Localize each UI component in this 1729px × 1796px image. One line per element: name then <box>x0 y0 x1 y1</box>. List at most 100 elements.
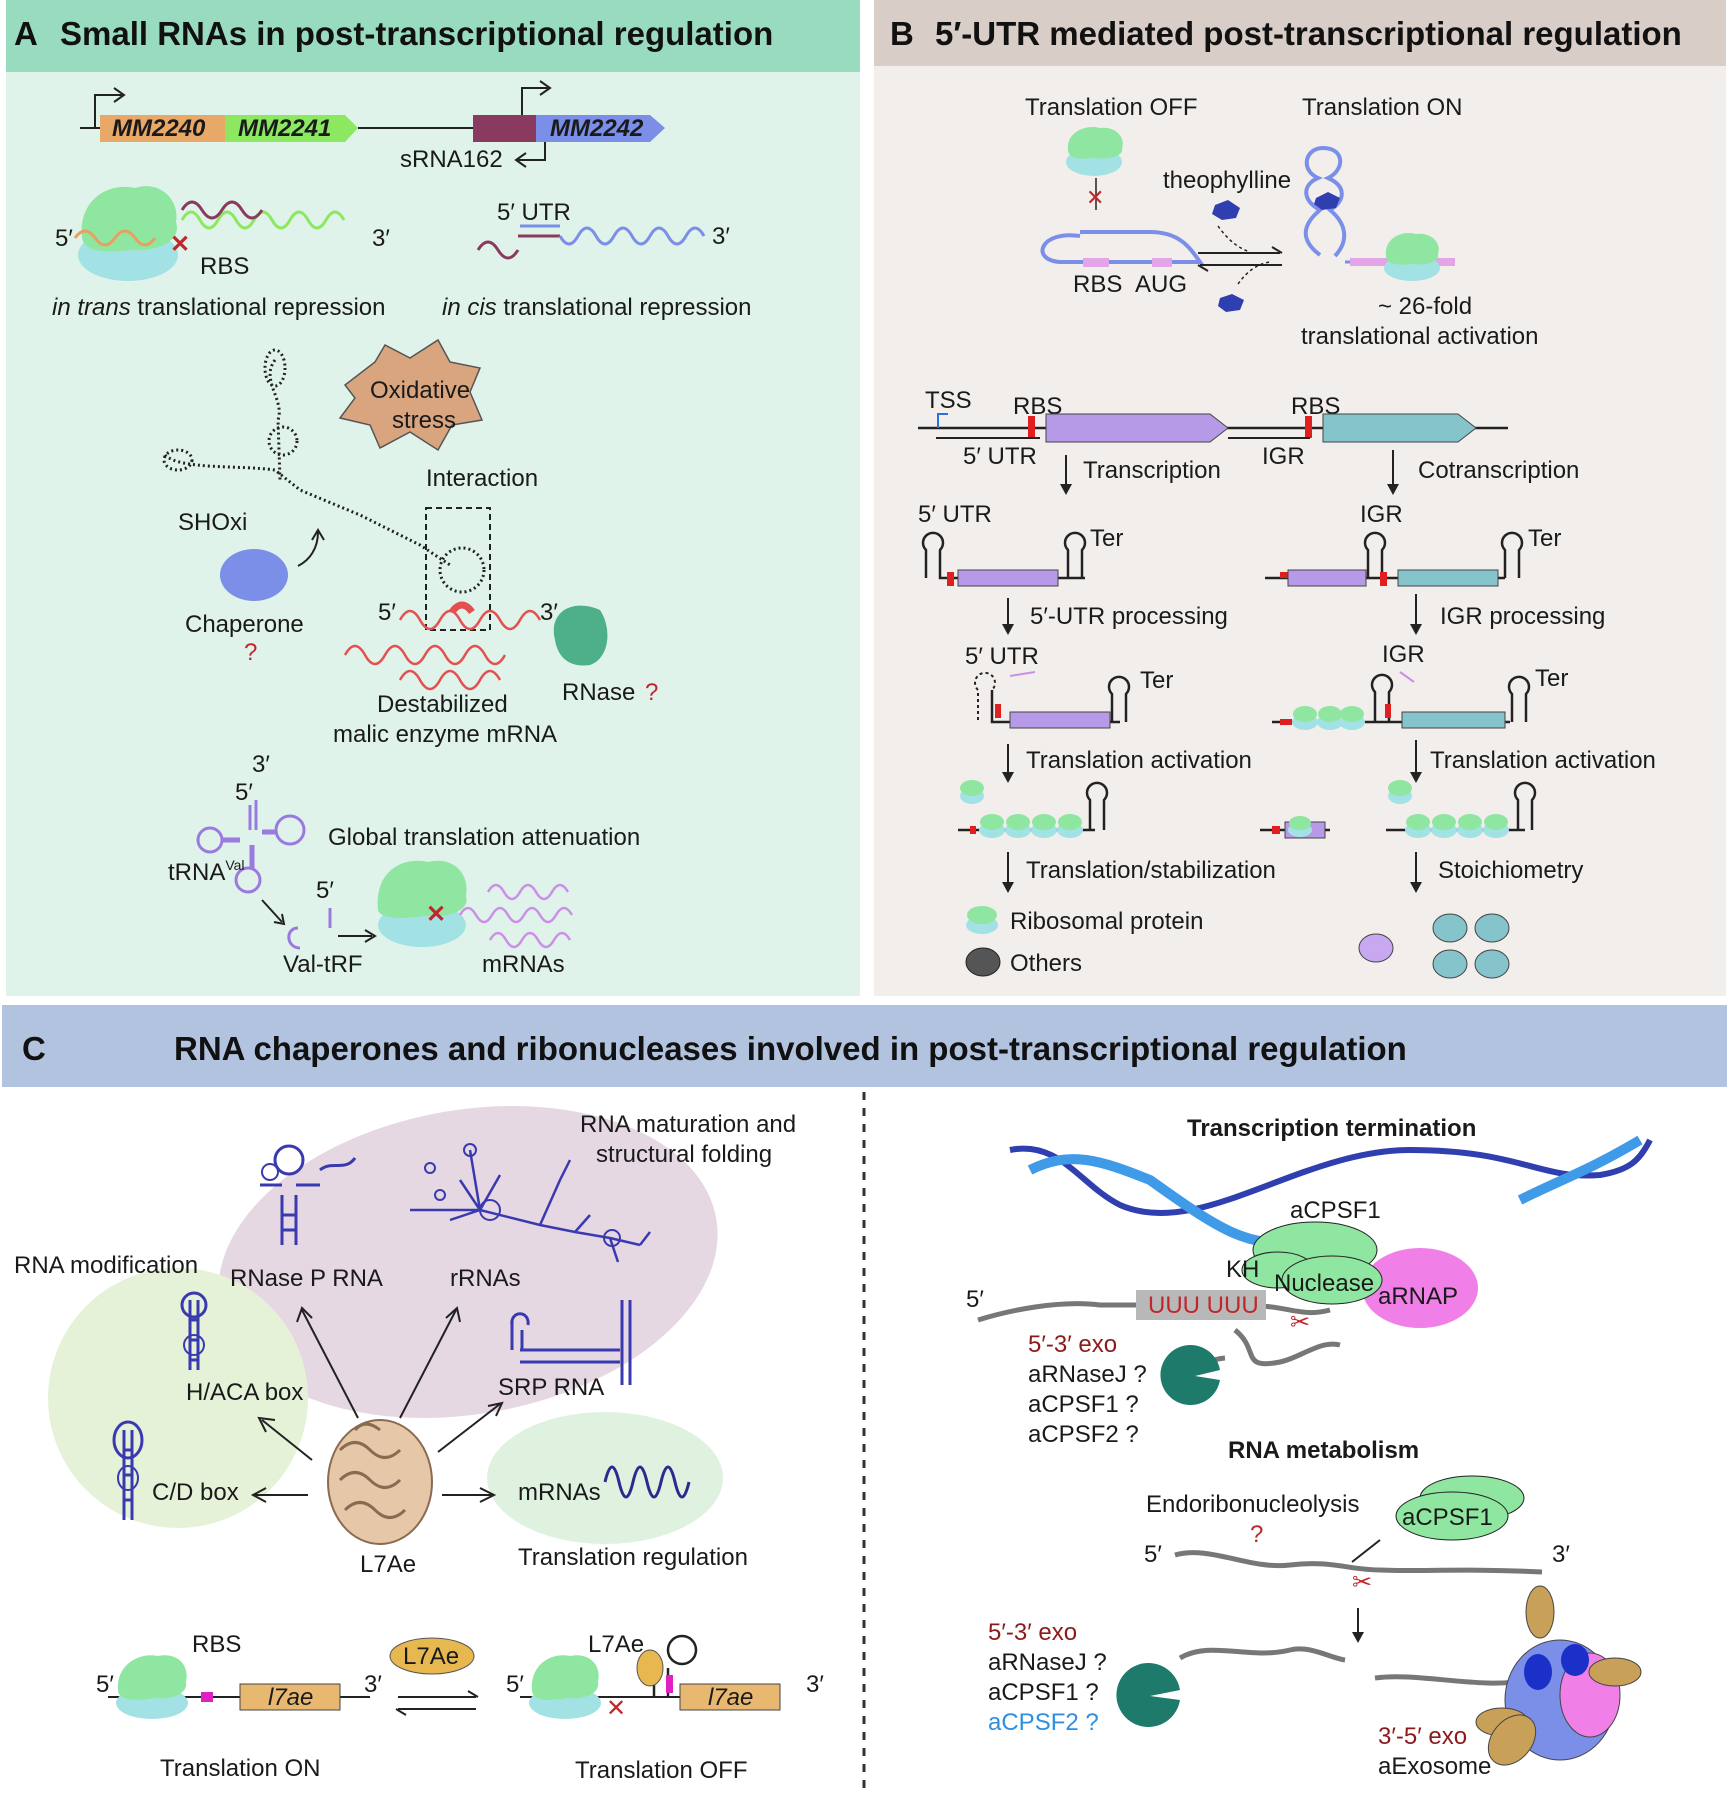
panel-c-header <box>2 1005 1727 1087</box>
l7ae-protein-pill <box>389 1637 475 1675</box>
ribosome-icon <box>531 1655 599 1700</box>
chaperone-label: Chaperone <box>185 611 304 638</box>
kink-turn-icon <box>666 1634 698 1666</box>
global-attenuation-label: Global translation attenuation <box>328 824 640 851</box>
igr-label: IGR <box>1262 443 1305 470</box>
translation-activation-label: Translation activation <box>1026 747 1252 774</box>
ter-label: Ter <box>1140 667 1173 694</box>
rnase-p-rna-icon <box>260 1157 357 1245</box>
l7ae-gene-label: l7ae <box>708 1684 753 1711</box>
fold-change-label: ~ 26-fold <box>1378 293 1472 320</box>
five-prime-label: 5′ <box>506 1671 524 1698</box>
arnap-label: aRNAP <box>1378 1283 1458 1310</box>
dna-strand-icon <box>1009 1138 1653 1217</box>
acpsf1-label: aCPSF1 <box>1290 1197 1381 1224</box>
gene-mm2240-label: MM2240 <box>112 115 206 142</box>
chaperone-question: ? <box>244 639 257 666</box>
acpsf1-label: aCPSF1 <box>1402 1504 1493 1531</box>
ribosome-icon <box>117 1655 187 1700</box>
ribosome-icon <box>1067 126 1123 159</box>
riboswitch-on-icon <box>1303 145 1347 258</box>
translation-activation-label: Translation activation <box>1430 747 1656 774</box>
theophylline-label: theophylline <box>1163 167 1291 194</box>
three-prime-label: 3′ <box>540 599 558 626</box>
ter-label: Ter <box>1535 665 1568 692</box>
termination-title: Transcription termination <box>1187 1115 1476 1142</box>
l7ae-pill-label: L7Ae <box>403 1643 459 1670</box>
three-prime-label: 3′ <box>806 1671 824 1698</box>
scissors-icon: ✂ <box>1290 1309 1310 1336</box>
translational-activation-label: translational activation <box>1301 323 1538 350</box>
shoxi-label: SHOxi <box>178 509 247 536</box>
riboswitch-off-icon <box>1040 230 1204 264</box>
panel-a-header <box>6 0 860 72</box>
acpsf1-q-label: aCPSF1 ? <box>988 1679 1099 1706</box>
three-prime-label: 3′ <box>372 225 390 252</box>
five-prime-label: 5′ <box>966 1286 984 1313</box>
chaperone-icon <box>220 549 288 601</box>
rbs-label: RBS <box>1073 271 1122 298</box>
utr-label: 5′ UTR <box>918 501 992 528</box>
aug-label: AUG <box>1135 271 1187 298</box>
rnase-label: RNase <box>562 679 635 706</box>
stress-label: stress <box>392 407 456 434</box>
gene-mm2242-label: MM2242 <box>550 115 644 142</box>
acpsf2-q-label: aCPSF2 ? <box>1028 1421 1139 1448</box>
purple-protein-icon <box>1358 933 1394 963</box>
utr-processing-label: 5′-UTR processing <box>1030 603 1228 630</box>
five-prime-label: 5′ <box>1144 1541 1162 1568</box>
rbs-label: RBS <box>200 253 249 280</box>
ribosome-icon <box>377 860 467 918</box>
l7ae-network-diagram: RNA maturation and structural folding RN… <box>14 1106 796 1578</box>
panel-c-letter: C <box>22 1030 46 1067</box>
mrna-green-icon <box>180 210 346 230</box>
maturation-label-1: RNA maturation and <box>580 1111 796 1138</box>
translation-stabilization-label: Translation/stabilization <box>1026 857 1276 884</box>
mrna-wave-icon <box>603 1465 691 1499</box>
in-trans-diagram: ✕ 5′ 3′ RBS in trans translational repre… <box>52 186 390 321</box>
acpsf1-q-label: aCPSF1 ? <box>1028 1391 1139 1418</box>
others-label: Others <box>1010 950 1082 977</box>
aexosome-icon <box>1475 1585 1642 1766</box>
utr-label: 5′ UTR <box>497 199 571 226</box>
exo53-label: 5′-3′ exo <box>988 1619 1077 1646</box>
interaction-label: Interaction <box>426 465 538 492</box>
translation-regulation-label: Translation regulation <box>518 1544 748 1571</box>
scissors-icon: ✂ <box>1352 1569 1372 1596</box>
srna162-label: sRNA162 <box>400 146 503 173</box>
gene-mm2242 <box>536 115 665 142</box>
block-x-icon: ✕ <box>1086 185 1104 210</box>
panel-a-title: Small RNAs in post-transcriptional regul… <box>60 15 773 52</box>
ribosomal-protein-label: Ribosomal protein <box>1010 908 1203 935</box>
others-legend-icon <box>965 947 1001 977</box>
shoxi-structure-icon <box>163 359 451 567</box>
three-prime-label: 3′ <box>712 223 730 250</box>
three-prime-label: 3′ <box>364 1671 382 1698</box>
block-x-icon: ✕ <box>170 231 190 258</box>
metabolism-title: RNA metabolism <box>1228 1437 1419 1464</box>
tss-label: TSS <box>925 387 972 414</box>
riboswitch-diagram: Translation OFF Translation ON ✕ RBS AUG… <box>1025 94 1538 350</box>
operon-diagram: MM2240 MM2241 MM2242 sRNA162 <box>80 80 665 173</box>
ribosome-chain-icon <box>1292 706 1365 730</box>
teal-protein-icon <box>1432 913 1468 943</box>
haca-box-label: H/ACA box <box>186 1379 303 1406</box>
transcription-label: Transcription <box>1083 457 1221 484</box>
l7ae-bound-label: L7Ae <box>588 1631 644 1658</box>
transcription-termination-diagram: Transcription termination aCPSF1 UUU UUU… <box>966 1115 1653 1448</box>
gene-purple-icon <box>1045 413 1229 443</box>
theophylline-icon <box>1314 192 1340 210</box>
block-x-icon: ✕ <box>606 1695 626 1722</box>
five-prime-label: 5′ <box>96 1671 114 1698</box>
ter-label: Ter <box>1528 525 1561 552</box>
five-prime-label: 5′ <box>235 779 253 806</box>
panel-b: B 5′-UTR mediated post-transcriptional r… <box>874 0 1726 996</box>
utr-label: 5′ UTR <box>965 643 1039 670</box>
u-tract-box <box>1136 1290 1266 1320</box>
l7ae-translation-switch: 5′ RBS l7ae 3′ Translation ON L7Ae 5′ ✕ … <box>96 1631 824 1784</box>
gene-teal-icon <box>1322 413 1477 443</box>
ribosomal-protein-legend-icon <box>967 906 997 924</box>
panel-b-header <box>874 0 1726 66</box>
trna-diagram: 3′ 5′ tRNAVal Global translation attenua… <box>168 751 640 978</box>
trna-icon <box>222 829 276 868</box>
